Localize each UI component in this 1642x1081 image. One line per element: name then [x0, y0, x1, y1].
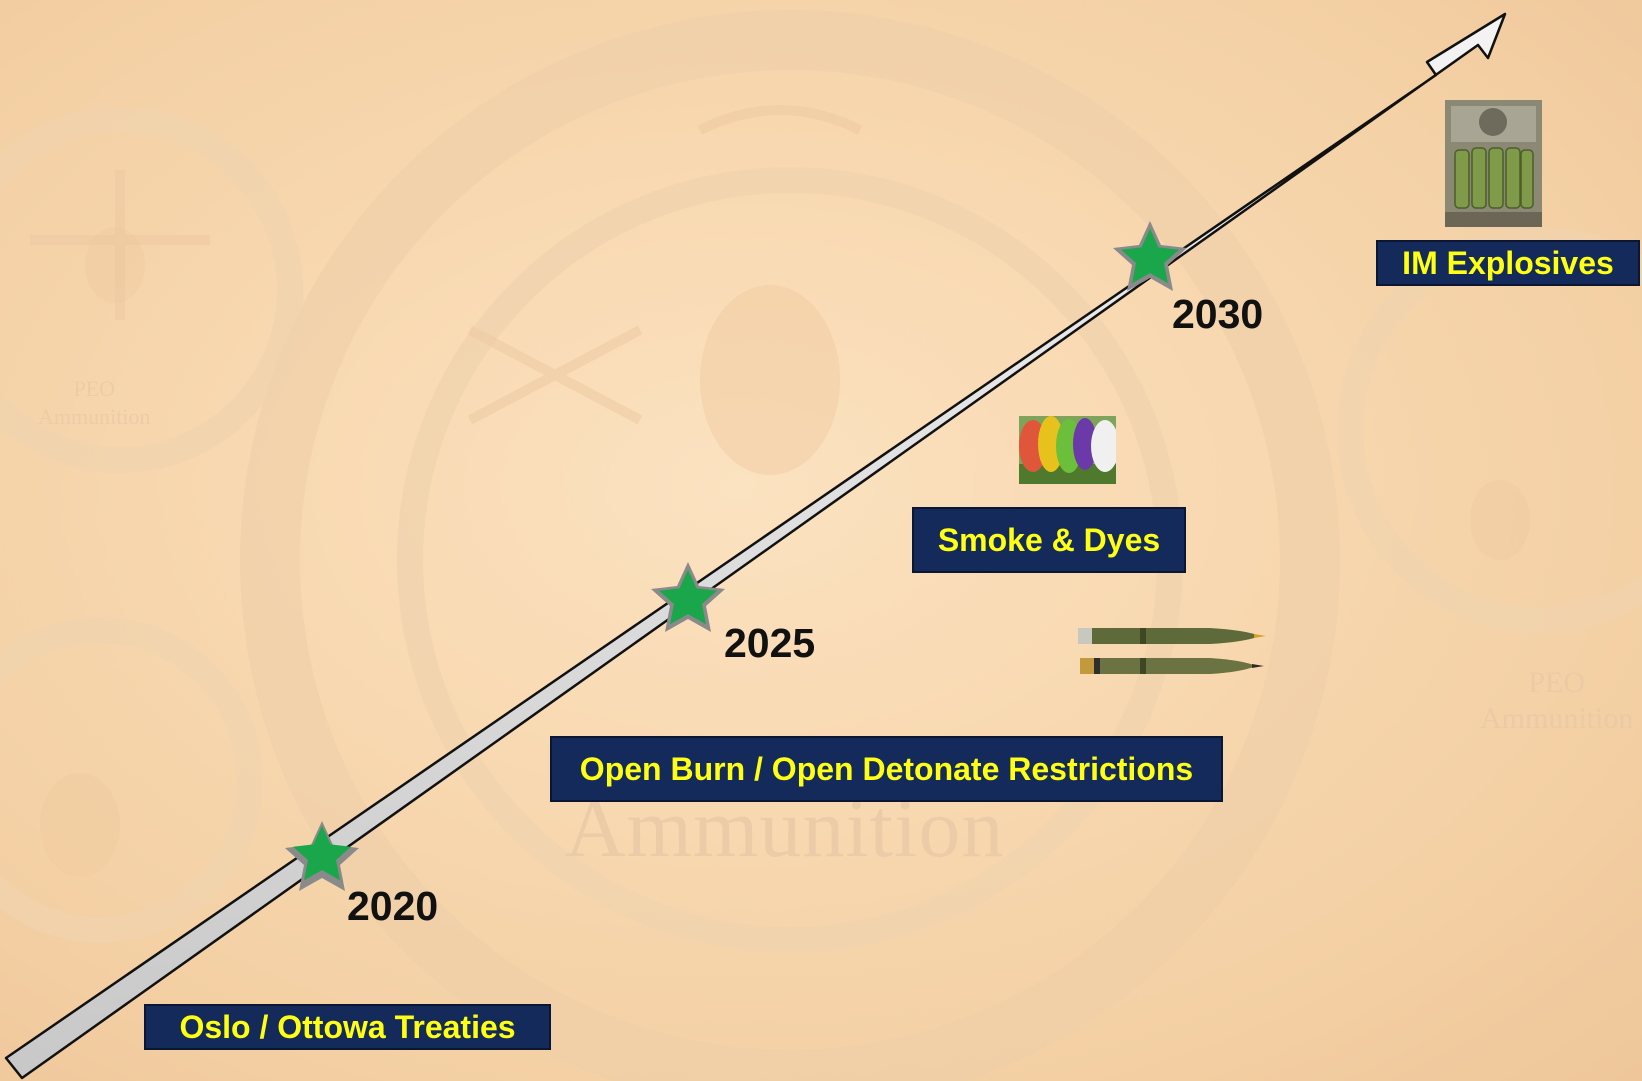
- year-label-2030: 2030: [1172, 291, 1264, 337]
- year-label-2020: 2020: [347, 883, 439, 929]
- watermark-text-right: PEO Ammunition: [1480, 665, 1633, 737]
- milestone-star-2025: [651, 562, 725, 632]
- watermark-line-2: Ammunition: [38, 404, 151, 429]
- year-label-2025: 2025: [724, 620, 816, 666]
- timeline-arrow-body: [4, 12, 1507, 1080]
- label-oslo-ottowa-treaties: Oslo / Ottowa Treaties: [144, 1004, 551, 1050]
- label-im-explosives: IM Explosives: [1376, 240, 1640, 286]
- milestone-star-2020: [285, 821, 359, 891]
- milestone-star-2030: [1113, 221, 1187, 291]
- watermark-text-left: PEO Ammunition: [38, 375, 150, 431]
- artillery-shells-image: [1078, 628, 1266, 674]
- label-smoke-dyes: Smoke & Dyes: [912, 507, 1186, 573]
- label-open-burn-restrictions: Open Burn / Open Detonate Restrictions: [550, 736, 1223, 802]
- im-explosives-image: [1445, 100, 1542, 227]
- watermark-line-1-right: PEO: [1528, 666, 1586, 699]
- watermark-line-1: PEO: [73, 376, 115, 401]
- smoke-dyes-image: [1019, 416, 1116, 484]
- watermark-line-2-right: Ammunition: [1480, 702, 1634, 735]
